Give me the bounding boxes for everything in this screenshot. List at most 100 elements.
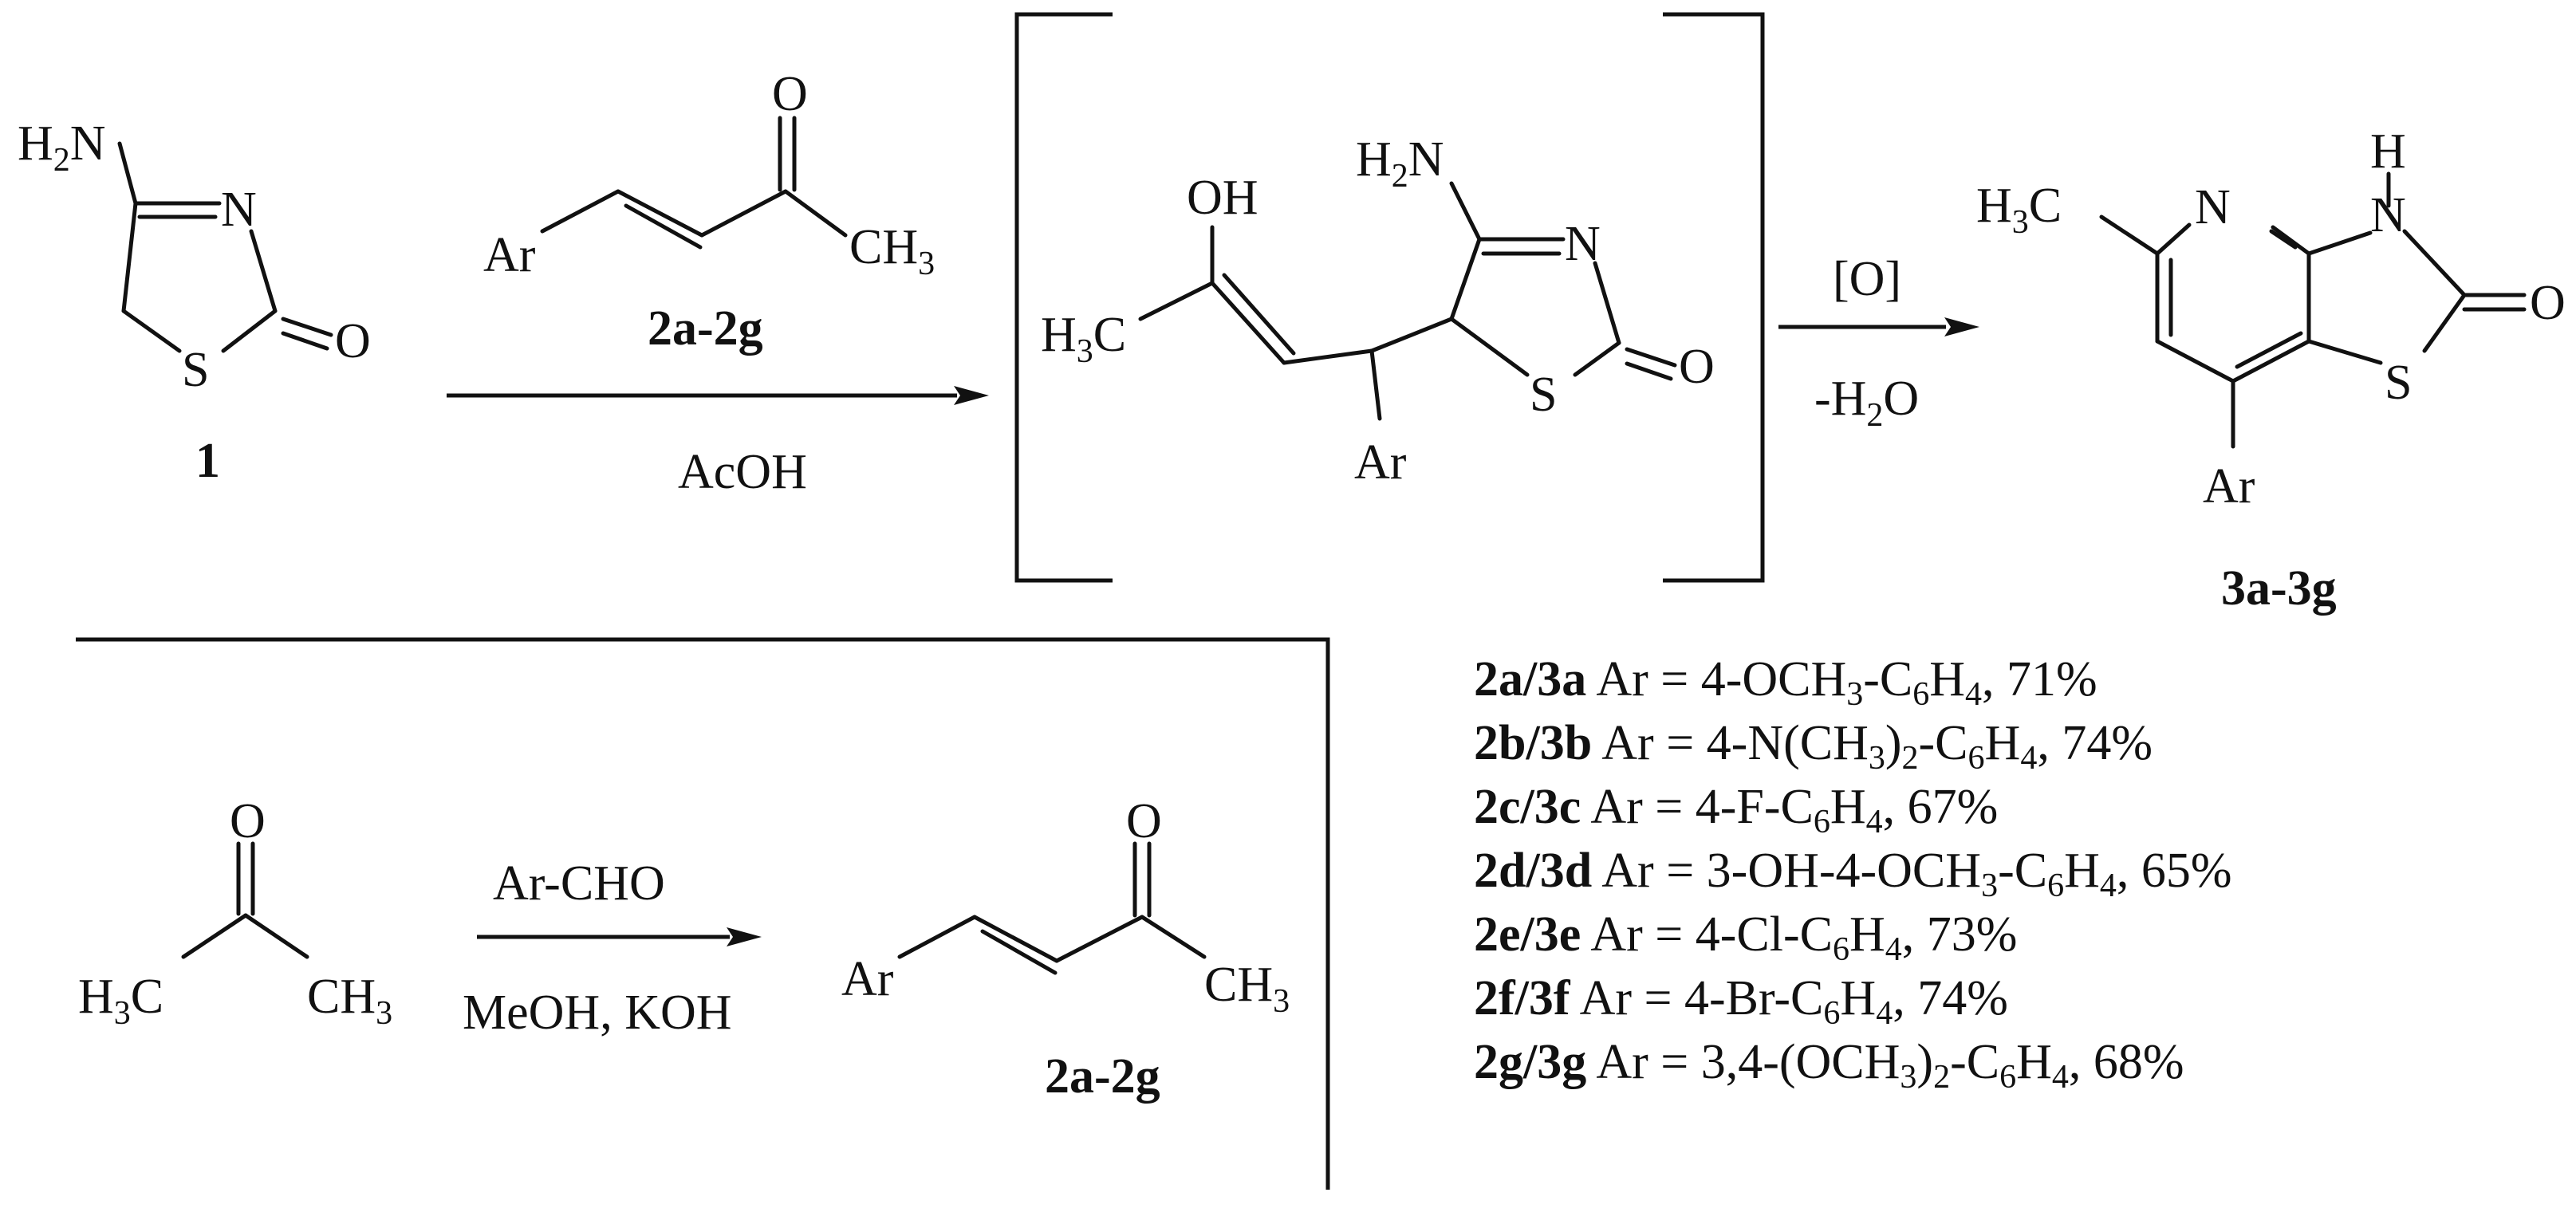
atom-label: O (335, 314, 371, 368)
bond (117, 141, 138, 206)
compound-label: 2a-2g (1045, 1049, 1160, 1104)
atom-label: O (772, 67, 808, 121)
atom-label: CH3 (307, 970, 392, 1032)
bond (624, 203, 703, 250)
compound-pair-label: 2g/3g (1474, 1035, 1587, 1089)
atom-label: O (1126, 794, 1162, 848)
yield-row: 2a/3a Ar = 4-OCH3-C6H4, 71% (1474, 647, 2558, 711)
bond (540, 189, 620, 234)
bond (249, 229, 278, 313)
acetone-structure: O H3C CH3 (78, 794, 392, 1032)
bond (243, 913, 309, 959)
subscript: 3 (1846, 676, 1864, 713)
atom-label: S (1530, 368, 1557, 422)
yield-text: H (1830, 780, 1866, 834)
bond (1593, 261, 1621, 345)
bond (2099, 214, 2160, 256)
bond (616, 189, 704, 238)
yield-text: , 68% (2068, 1035, 2184, 1089)
compound-pair-label: 2c/3c (1474, 780, 1581, 834)
bond (221, 309, 278, 353)
atom-label: CH3 (1204, 958, 1290, 1020)
yield-text: H (1984, 716, 2021, 770)
yield-row: 2b/3b Ar = 4-N(CH3)2-C6H4, 74% (1474, 711, 2558, 775)
yield-text: , 65% (2116, 844, 2232, 898)
yield-text: , 74% (1893, 971, 2008, 1025)
bond (1210, 281, 1286, 365)
yield-text: -C (1863, 652, 1913, 706)
bond (783, 189, 848, 238)
yield-text: Ar = 4-OCH (1586, 652, 1847, 706)
compound-pair-label: 2d/3d (1474, 844, 1593, 898)
atom-label: N (1565, 217, 1601, 271)
yield-row: 2c/3c Ar = 4-F-C6H4, 67% (1474, 775, 2558, 839)
atom-label: N (2195, 180, 2231, 234)
bond (1140, 915, 1207, 959)
subscript: 4 (2051, 1059, 2069, 1096)
atom-label: H3C (78, 970, 163, 1032)
atom-label: O (2530, 276, 2566, 330)
atom-label: H2N (1356, 132, 1444, 195)
subscript: 4 (1965, 676, 1983, 713)
subscript: 6 (1999, 1059, 2017, 1096)
subscript: 3 (1900, 1059, 1917, 1096)
yield-text: Ar = 4-Br-C (1570, 971, 1824, 1025)
yield-text: Ar = 4-F-C (1581, 780, 1814, 834)
atom-label: CH3 (849, 220, 935, 282)
subscript: 6 (1813, 804, 1830, 840)
yield-text: Ar = 3-OH-4-OCH (1592, 844, 1982, 898)
bond (2155, 222, 2192, 256)
yield-row: 2f/3f Ar = 4-Br-C6H4, 74% (1474, 966, 2558, 1030)
arrow-head (1944, 317, 1979, 336)
atom-label: H3C (1976, 179, 2062, 241)
yield-text: Ar = 3,4-(OCH (1586, 1035, 1900, 1089)
atom-label: H3C (1041, 308, 1126, 370)
bond (2155, 339, 2235, 384)
atom-label: N (2370, 188, 2406, 242)
subscript: 6 (1912, 676, 1930, 713)
subscript: 6 (1823, 995, 1841, 1032)
intermediate-bracket (1014, 12, 1765, 583)
compound-pair-label: 2b/3b (1474, 716, 1593, 770)
intermediate-structure: OH H3C H2N N O S Ar (1041, 132, 1715, 490)
yield-text: , 73% (1901, 907, 2018, 962)
subscript: 3 (1981, 868, 1999, 904)
bond (1573, 340, 1621, 377)
atom-label: Ar (1354, 435, 1407, 490)
yield-text: -C (1998, 844, 2048, 898)
reagent-label: Ar-CHO (493, 856, 665, 911)
yield-text: H (1849, 907, 1885, 962)
atom-label: Ar (841, 952, 894, 1006)
bond (1222, 273, 1296, 356)
reagent-label: -H2O (1814, 372, 1919, 434)
yield-text: H (1840, 971, 1877, 1025)
compound-pair-label: 2a/3a (1474, 652, 1587, 706)
bond (2271, 225, 2311, 256)
bond (699, 189, 788, 238)
bond (2422, 293, 2467, 353)
reaction-arrow-1: AcOH (447, 386, 989, 499)
bond (1282, 348, 1374, 365)
bond (1449, 237, 1482, 321)
yield-text: H (2016, 1035, 2052, 1089)
bond (121, 201, 138, 313)
bond (1625, 347, 1677, 368)
substituent-yield-list: 2a/3a Ar = 4-OCH3-C6H4, 71% 2b/3b Ar = 4… (1474, 647, 2558, 1094)
bond (181, 913, 248, 959)
yield-text: -C (1950, 1035, 2000, 1089)
bond (1449, 181, 1482, 242)
atom-label: H2N (18, 116, 106, 179)
box-frame (76, 637, 1330, 1190)
atom-label: O (1679, 340, 1715, 394)
compound-1-structure: H2N N O S 1 (18, 116, 371, 488)
bond (121, 309, 182, 353)
atom-label: Ar (2203, 459, 2255, 514)
subscript: 6 (1967, 740, 1985, 777)
subscript: 6 (2047, 868, 2065, 904)
enone-structure-top: Ar O CH3 2a-2g (483, 67, 935, 356)
subscript: 4 (2099, 868, 2117, 904)
bond (2402, 229, 2467, 297)
bond (2306, 230, 2373, 256)
subscript: 3 (1868, 740, 1885, 777)
bond (2231, 339, 2311, 384)
